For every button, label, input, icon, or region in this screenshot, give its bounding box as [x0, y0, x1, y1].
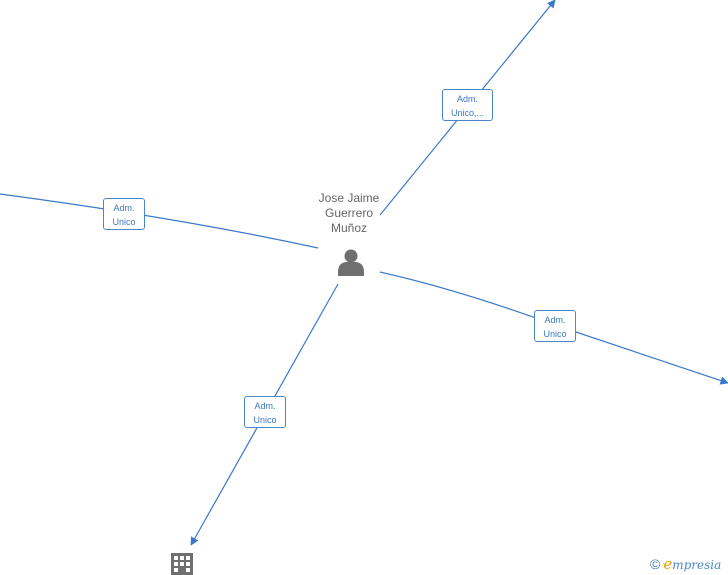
copyright-icon: © — [650, 556, 661, 572]
building-icon[interactable] — [171, 553, 193, 575]
brand-name: mpresia — [672, 558, 722, 572]
person-name-line: Muñoz — [330, 221, 368, 235]
person-icon[interactable] — [338, 249, 364, 277]
edge-label-right[interactable]: Adm. Unico — [534, 310, 576, 342]
edge-label-top-right[interactable]: Adm. Unico,... — [442, 89, 493, 121]
person-name-line: Guerrero — [324, 206, 374, 220]
edge-label-left[interactable]: Adm. Unico — [103, 198, 145, 230]
edge-label-role-detail: Unico — [543, 329, 567, 339]
person-name[interactable]: Jose Jaime Guerrero Muñoz — [309, 191, 389, 236]
edge-label-role: Adm. — [456, 94, 478, 104]
empresia-watermark: ©empresia — [650, 555, 721, 573]
edge-label-role: Adm. — [544, 315, 566, 325]
edge-label-role-detail: Unico,... — [450, 108, 484, 118]
edge-label-bottom[interactable]: Adm. Unico — [244, 396, 286, 428]
edge-label-role-detail: Unico — [112, 217, 136, 227]
brand-logo: empresia — [663, 555, 722, 573]
edge-left[interactable] — [0, 193, 319, 249]
edge-label-role-detail: Unico — [253, 415, 277, 425]
edge-label-role: Adm. — [113, 203, 135, 213]
edge-label-role: Adm. — [254, 401, 276, 411]
brand-initial: e — [663, 555, 673, 573]
person-name-line: Jose Jaime — [318, 191, 380, 205]
